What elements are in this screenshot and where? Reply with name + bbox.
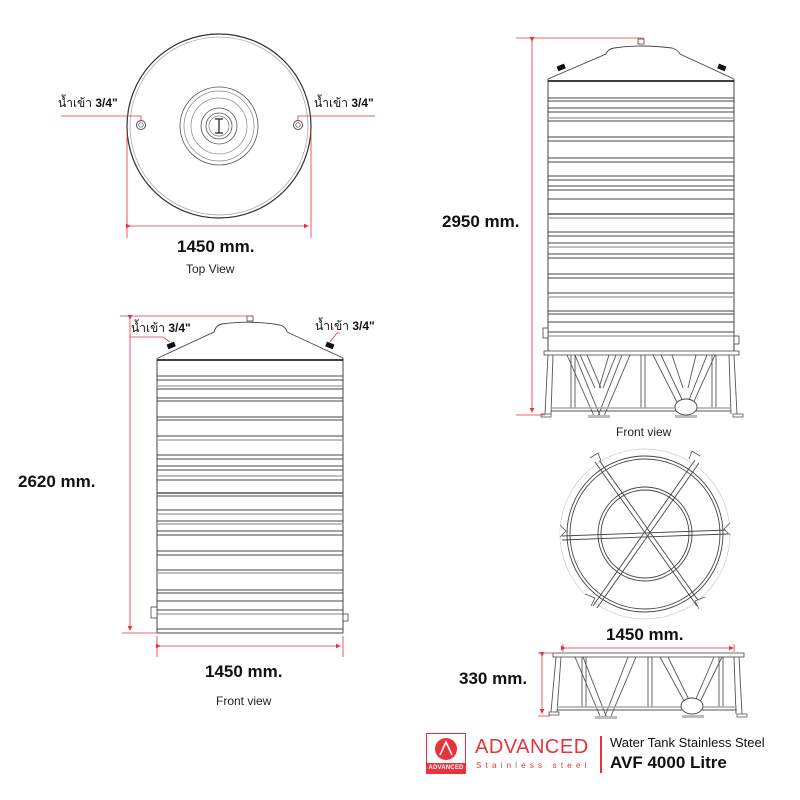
top-view-inlet-right-label: น้ำเข้า 3/4" [314,94,374,113]
front-view-stand-drawing [516,37,744,418]
top-view-width-dimension: 1450 mm. [177,237,255,256]
stand-side-height-dimension: 330 mm. [459,669,528,688]
brand-tagline: Stainless steel [476,761,591,770]
inlet-label-text: น้ำเข้า [315,319,349,333]
brand-name: ADVANCED [475,736,589,758]
front-stand-caption: Front view [616,425,672,439]
stand-top-width-dimension: 1450 mm. [606,625,684,644]
logo-emblem-icon [435,738,457,760]
front-tank-caption: Front view [216,694,272,708]
logo-text: ADVANCED [427,763,465,773]
front-tank-height-dimension: 2620 mm. [18,472,96,491]
inlet-label-text: น้ำเข้า [58,96,92,110]
inlet-size-text: 3/4" [351,96,374,110]
inlet-size-text: 3/4" [95,96,118,110]
front-stand-height-dimension: 2950 mm. [442,212,520,231]
stand-top-view-drawing [559,448,731,620]
inlet-label-text: น้ำเข้า [131,321,165,335]
front-tank-width-dimension: 1450 mm. [205,662,283,681]
inlet-label-text: น้ำเข้า [314,96,348,110]
top-view-inlet-left-label: น้ำเข้า 3/4" [58,94,118,113]
inlet-size-text: 3/4" [168,321,191,335]
brand-divider [600,736,602,773]
product-model: AVF 4000 Litre [610,753,727,772]
brand-footer: ADVANCED ADVANCED Stainless steel Water … [426,733,796,778]
inlet-size-text: 3/4" [352,319,375,333]
stand-side-view-drawing [538,644,748,719]
brand-logo: ADVANCED [426,733,466,774]
front-tank-inlet-right-label: น้ำเข้า 3/4" [315,317,375,336]
product-line: Water Tank Stainless Steel [610,735,765,750]
front-tank-inlet-left-label: น้ำเข้า 3/4" [131,319,191,338]
top-view-caption: Top View [186,262,235,276]
front-view-tank-drawing [120,315,349,657]
top-view-drawing [61,33,375,238]
